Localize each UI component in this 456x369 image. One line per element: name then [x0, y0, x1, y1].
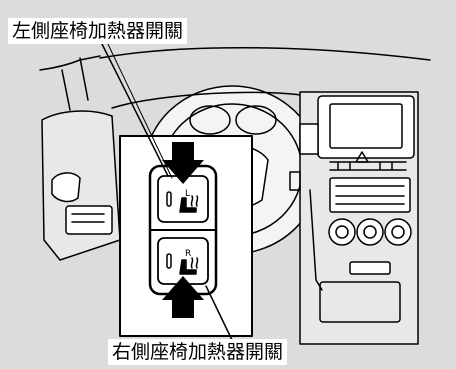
parking-brake: [309, 189, 323, 291]
gauge-left: [189, 105, 231, 135]
left-seat-heat-waves: [190, 195, 199, 207]
climate-knob-right-inner: [391, 225, 405, 239]
leader-line-left-2: [105, 39, 173, 179]
left-seat-heater-label: 左側座椅加熱器開關: [8, 18, 188, 44]
right-seat-heater-indicator: [166, 253, 172, 269]
door-handle: [51, 172, 81, 203]
center-vent: [299, 123, 319, 155]
right-seat-heater-label: 右側座椅加熱器開關: [108, 339, 288, 365]
climate-knob-center: [356, 218, 384, 246]
console-button-row: [329, 161, 407, 171]
climate-knob-center-inner: [363, 225, 377, 239]
gear-shift-area: [319, 281, 401, 323]
upper-arrow: [162, 142, 204, 184]
leader-line-left: [99, 39, 169, 177]
lower-arrow: [162, 276, 204, 318]
window-switch-panel: [65, 205, 113, 235]
climate-knob-right: [384, 218, 412, 246]
windshield-edge: [99, 46, 431, 61]
right-seat-marker: R: [185, 249, 191, 259]
lower-console-slot: [349, 261, 391, 275]
a-pillar: [39, 55, 101, 111]
leader-line-right: [205, 285, 233, 341]
window-switch-lines: [71, 213, 105, 223]
glove-box-latch: [289, 171, 301, 191]
left-seat-heater-indicator: [166, 191, 172, 207]
climate-knob-left-inner: [335, 225, 349, 239]
right-seat-heat-waves: [190, 257, 199, 269]
left-seat-marker: L: [185, 189, 190, 199]
audio-unit: [329, 177, 411, 213]
navigation-screen: [329, 103, 403, 149]
gauge-right: [235, 105, 277, 135]
audio-unit-lines: [335, 185, 405, 205]
climate-knob-left: [328, 218, 356, 246]
left-seat-icon: [179, 197, 197, 213]
right-seat-icon: [179, 259, 197, 275]
